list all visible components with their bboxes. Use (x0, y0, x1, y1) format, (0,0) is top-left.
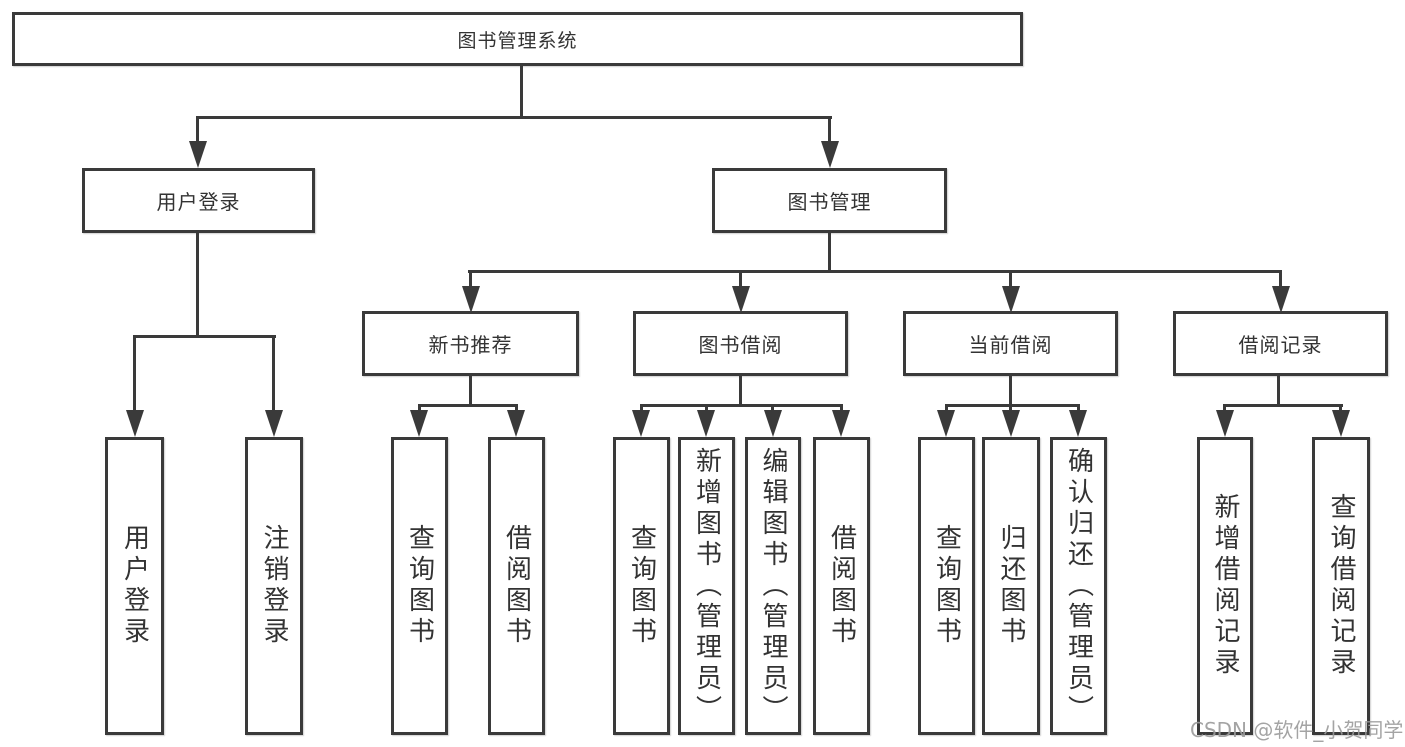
v-line (1077, 404, 1080, 413)
h-line (640, 404, 843, 407)
arrow-down-icon (1272, 286, 1290, 313)
leaf-bb-add-books-admin: 新增图书（管理员） (678, 437, 735, 735)
arrow-down-icon (1002, 410, 1020, 437)
arrow-down-icon (189, 141, 207, 168)
node-new-book-recommend: 新书推荐 (362, 311, 579, 376)
v-line (133, 335, 136, 412)
v-line (469, 374, 472, 406)
v-line (739, 270, 742, 289)
arrow-down-icon (507, 410, 525, 437)
v-line (771, 404, 774, 413)
arrow-down-icon (832, 410, 850, 437)
v-line (515, 404, 518, 413)
node-book-management: 图书管理 (712, 168, 947, 233)
arrow-down-icon (764, 410, 782, 437)
v-line (272, 335, 275, 412)
h-line (133, 335, 276, 338)
v-line (196, 230, 199, 337)
h-line (468, 270, 1281, 273)
v-line (640, 404, 643, 413)
arrow-down-icon (1216, 410, 1234, 437)
arrow-down-icon (1002, 286, 1020, 313)
v-line (828, 116, 831, 144)
arrow-down-icon (632, 410, 650, 437)
leaf-nbr-query-books: 查询图书 (391, 437, 448, 735)
node-user-login: 用户登录 (82, 168, 315, 233)
v-line (469, 270, 472, 289)
leaf-logout: 注销登录 (245, 437, 303, 735)
v-line (828, 230, 831, 273)
node-current-borrow: 当前借阅 (903, 311, 1118, 376)
leaf-bb-borrow-books: 借阅图书 (813, 437, 870, 735)
v-line (196, 116, 199, 144)
arrow-down-icon (462, 286, 480, 313)
h-line (196, 116, 832, 119)
arrow-down-icon (410, 410, 428, 437)
v-line (1009, 374, 1012, 406)
arrow-down-icon (697, 410, 715, 437)
arrow-down-icon (937, 410, 955, 437)
h-line (1223, 404, 1343, 407)
leaf-user-login: 用户登录 (105, 437, 164, 735)
v-line (1009, 404, 1012, 413)
h-line (418, 404, 518, 407)
v-line (1277, 374, 1280, 406)
v-line (840, 404, 843, 413)
leaf-nbr-borrow-books: 借阅图书 (488, 437, 545, 735)
v-line (418, 404, 421, 413)
leaf-bb-query-books: 查询图书 (613, 437, 670, 735)
leaf-br-add-borrow-record: 新增借阅记录 (1197, 437, 1253, 735)
arrow-down-icon (732, 286, 750, 313)
v-line (520, 63, 523, 119)
leaf-cb-confirm-return-admin: 确认归还（管理员） (1050, 437, 1107, 735)
arrow-down-icon (1069, 410, 1087, 437)
node-borrow-records: 借阅记录 (1173, 311, 1388, 376)
node-book-borrow: 图书借阅 (633, 311, 848, 376)
leaf-cb-return-books: 归还图书 (982, 437, 1040, 735)
v-line (945, 404, 948, 413)
v-line (739, 374, 742, 406)
arrow-down-icon (1332, 410, 1350, 437)
v-line (705, 404, 708, 413)
arrow-down-icon (265, 410, 283, 437)
v-line (1223, 404, 1226, 413)
arrow-down-icon (821, 141, 839, 168)
leaf-bb-edit-books-admin: 编辑图书（管理员） (745, 437, 801, 735)
v-line (1339, 404, 1342, 413)
leaf-cb-query-books: 查询图书 (918, 437, 975, 735)
v-line (1279, 270, 1282, 289)
csdn-watermark: CSDN @软件_小贺同学 (1190, 718, 1404, 742)
h-line (945, 404, 1080, 407)
node-root-system: 图书管理系统 (12, 12, 1023, 66)
v-line (1009, 270, 1012, 289)
arrow-down-icon (126, 410, 144, 437)
leaf-br-query-borrow-record: 查询借阅记录 (1312, 437, 1370, 735)
